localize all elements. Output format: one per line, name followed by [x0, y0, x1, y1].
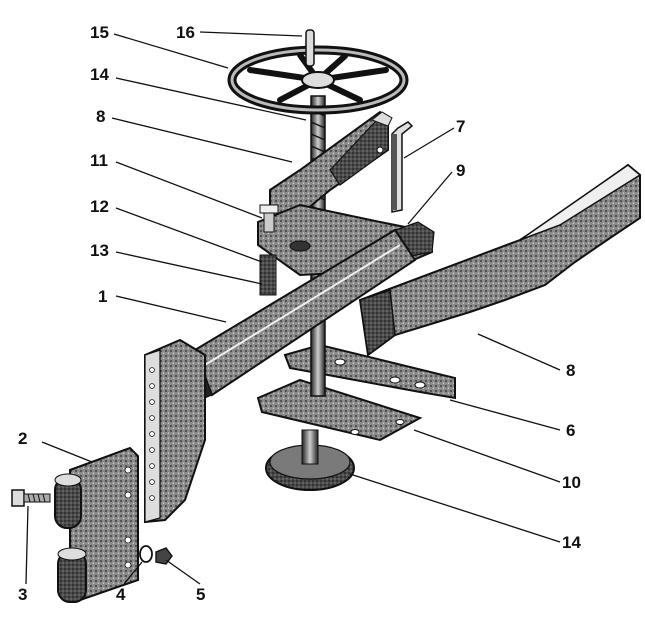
- leader-lines: [25, 31, 561, 585]
- callout-9: 9: [456, 161, 465, 180]
- foot-pad: [265, 429, 355, 491]
- callout-13: 13: [90, 241, 109, 260]
- hinge: [54, 446, 139, 603]
- base-plate: [256, 378, 423, 442]
- right-arm: [358, 163, 642, 357]
- callout-16: 16: [176, 23, 195, 42]
- callout-4: 4: [116, 585, 126, 604]
- callout-14-top: 14: [90, 65, 109, 84]
- callout-labels: 15 16 14 8 7 11 9 12 13 1 8 6 2 10 3 14 …: [18, 23, 581, 604]
- callout-8-top: 8: [96, 107, 105, 126]
- callout-14-bottom: 14: [562, 533, 581, 552]
- wheel-handle: [305, 29, 315, 67]
- callout-8-bottom: 8: [566, 361, 575, 380]
- handwheel: [227, 45, 409, 115]
- callout-5: 5: [196, 585, 205, 604]
- handle-pin: [391, 121, 414, 213]
- callout-15: 15: [90, 23, 109, 42]
- bolt-top: [259, 204, 279, 233]
- mount-plate: [144, 338, 206, 524]
- callout-1: 1: [98, 287, 107, 306]
- nut: [155, 547, 173, 565]
- stack-washers: [259, 254, 277, 296]
- callout-3: 3: [18, 585, 27, 604]
- washer: [139, 545, 153, 563]
- hinge-bolt: [11, 489, 51, 507]
- callout-2: 2: [18, 429, 27, 448]
- callout-12: 12: [90, 197, 109, 216]
- callout-11: 11: [90, 151, 108, 170]
- callout-6: 6: [566, 421, 575, 440]
- callout-7: 7: [456, 117, 465, 136]
- callout-10: 10: [562, 473, 581, 492]
- illustration: [11, 29, 642, 603]
